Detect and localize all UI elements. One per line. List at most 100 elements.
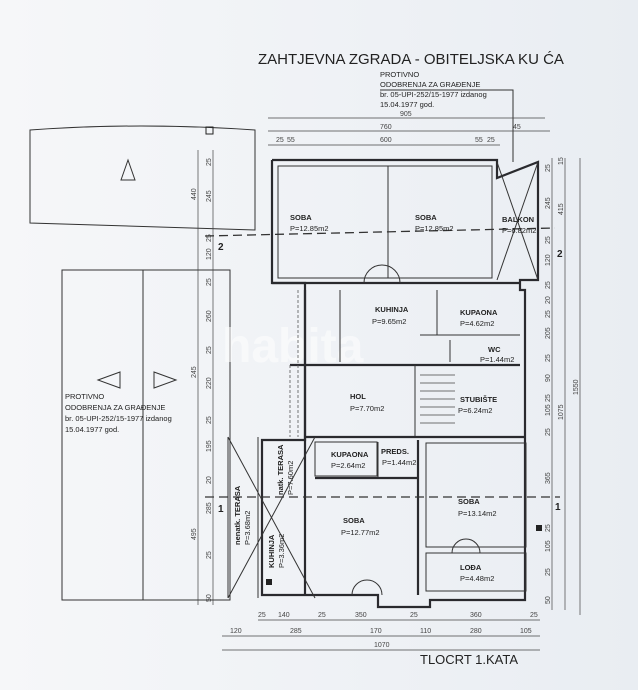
room-name: SOBA	[415, 213, 437, 222]
dimension-label: 360	[470, 612, 482, 619]
dimension-label: 365	[545, 472, 552, 484]
dimensions-top: 905 760 45 25 55 600 55 25	[268, 111, 550, 146]
room-area: P=7.60m2	[286, 461, 295, 495]
room-area: P=1.44m2	[480, 355, 514, 364]
dimension-label: 1075	[558, 404, 565, 420]
room-name: KUHINJA	[267, 534, 276, 568]
dimension-label: 600	[380, 137, 392, 144]
dimension-label: 205	[545, 327, 552, 339]
dimension-label: 25	[545, 354, 552, 362]
dimension-label: 245	[191, 366, 198, 378]
room-area: P=12.85m2	[415, 224, 454, 233]
room-area: P=6.24m2	[458, 406, 492, 415]
dimension-label: 350	[355, 612, 367, 619]
room-name: SOBA	[458, 497, 480, 506]
dimension-label: 25	[545, 568, 552, 576]
dimension-label: 25	[206, 158, 213, 166]
dimension-label: 260	[206, 310, 213, 322]
dimension-label: 25	[206, 551, 213, 559]
room-area: P=7.70m2	[350, 404, 384, 413]
dimension-label: 45	[513, 124, 521, 131]
room-labels: SOBA P=12.85m2 SOBA P=12.85m2 BALKON P=6…	[233, 213, 536, 583]
room-name: SOBA	[343, 516, 365, 525]
dimension-label: 280	[470, 628, 482, 635]
svg-text:15.04.1977 god.: 15.04.1977 god.	[380, 100, 434, 109]
room-name: WC	[488, 345, 501, 354]
room-name: natk. TERASA	[276, 444, 285, 495]
dimensions-left: 2524525120252602522025195202852550440245…	[191, 150, 214, 605]
room-name: SOBA	[290, 213, 312, 222]
drawing-title: ZAHTJEVNA ZGRADA - OBITELJSKA KU ĆA	[258, 51, 564, 68]
section-mark: 2	[557, 249, 563, 260]
dimension-label: 1070	[374, 642, 390, 649]
room-name: STUBIŠTE	[460, 395, 497, 404]
svg-text:ODOBRENJA ZA GRAĐENJE: ODOBRENJA ZA GRAĐENJE	[65, 403, 165, 412]
room-name: BALKON	[502, 215, 534, 224]
section-line-2	[204, 227, 556, 237]
room-name: KUPAONA	[460, 308, 498, 317]
room-name: LOĐA	[460, 563, 482, 572]
staircase	[420, 374, 455, 424]
dimension-label: 170	[370, 628, 382, 635]
room-name: KUPAONA	[331, 450, 369, 459]
svg-text:br. 05-UPI-252/15-1977 izdanog: br. 05-UPI-252/15-1977 izdanog	[65, 414, 172, 423]
room-area: P=2.64m2	[331, 461, 365, 470]
dimension-label: 495	[191, 528, 198, 540]
room-name: PREDS.	[381, 447, 409, 456]
dimension-label: 90	[545, 374, 552, 382]
dimension-label: 105	[520, 628, 532, 635]
room-area: P=9.65m2	[372, 317, 406, 326]
dimension-label: 25	[258, 612, 266, 619]
room-area: P=4.48m2	[460, 574, 494, 583]
dimension-label: 25	[318, 612, 326, 619]
dimension-label: 220	[206, 377, 213, 389]
dimension-label: 25	[487, 137, 495, 144]
svg-text:15.04.1977 god.: 15.04.1977 god.	[65, 425, 119, 434]
dimension-label: 105	[545, 404, 552, 416]
svg-text:PROTIVNO: PROTIVNO	[380, 70, 419, 79]
dimension-label: 25	[545, 236, 552, 244]
triangle-marker-icon	[153, 371, 178, 389]
dimension-label: 20	[545, 296, 552, 304]
dimension-label: 25	[206, 416, 213, 424]
section-mark: 2	[218, 242, 224, 253]
section-mark: 1	[218, 504, 224, 515]
dimensions-right: 2524525120252025205259025105253652510525…	[545, 157, 581, 615]
dimension-label: 415	[558, 203, 565, 215]
room-area: P=12.85m2	[290, 224, 329, 233]
dimension-label: 25	[545, 164, 552, 172]
section-mark: 1	[555, 502, 561, 513]
dimension-label: 25	[545, 310, 552, 318]
dimension-label: 55	[287, 137, 295, 144]
room-area: P=12.77m2	[341, 528, 380, 537]
dimension-label: 50	[206, 594, 213, 602]
dimension-label: 25	[545, 524, 552, 532]
dimension-label: 285	[206, 502, 213, 514]
building-walls	[227, 158, 542, 609]
triangle-marker-icon	[120, 158, 136, 181]
room-name: nenatk. TERASA	[233, 485, 242, 545]
dimension-label: 105	[545, 540, 552, 552]
room-area: P=6.82m2	[502, 226, 536, 235]
dimension-label: 905	[400, 111, 412, 118]
dimension-label: 245	[545, 197, 552, 209]
svg-text:ODOBRENJA ZA GRAĐENJE: ODOBRENJA ZA GRAĐENJE	[380, 80, 480, 89]
svg-text:br. 05-UPI-252/15-1977 izdanog: br. 05-UPI-252/15-1977 izdanog	[380, 90, 487, 99]
room-area: P=3.36m2	[277, 534, 286, 568]
room-area: P=1.44m2	[382, 458, 416, 467]
room-area: P=13.14m2	[458, 509, 497, 518]
dimension-label: 25	[206, 346, 213, 354]
dimension-label: 195	[206, 440, 213, 452]
dimension-label: 25	[206, 278, 213, 286]
dimension-label: 50	[545, 596, 552, 604]
room-name: HOL	[350, 392, 366, 401]
dimension-label: 120	[545, 254, 552, 266]
drawing-subtitle: TLOCRT 1.KATA	[420, 652, 518, 667]
dimension-label: 140	[278, 612, 290, 619]
dimension-label: 25	[206, 234, 213, 242]
dimension-label: 245	[206, 190, 213, 202]
permit-note-top: PROTIVNO ODOBRENJA ZA GRAĐENJE br. 05-UP…	[380, 70, 514, 162]
dimension-label: 25	[276, 137, 284, 144]
room-area: P=3.68m2	[243, 511, 252, 545]
